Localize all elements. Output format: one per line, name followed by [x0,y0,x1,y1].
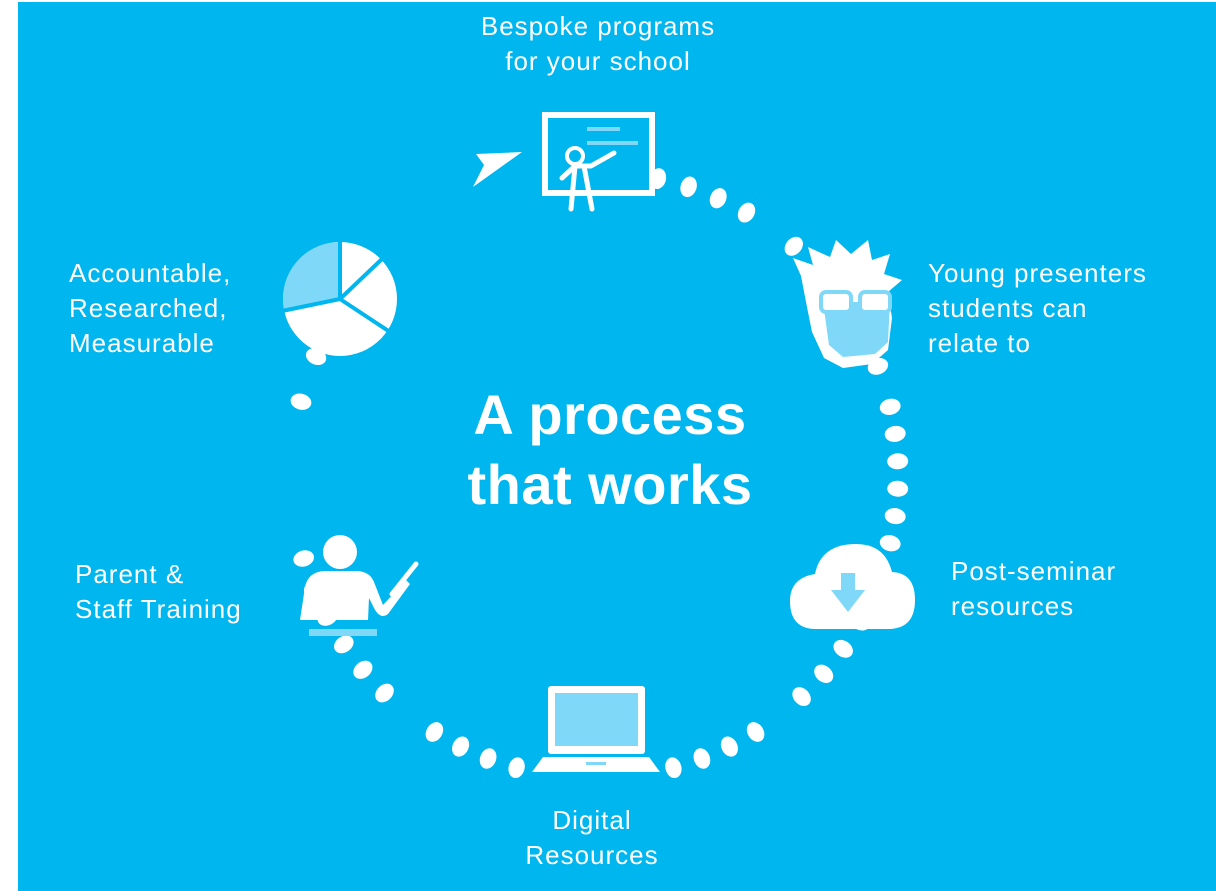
path-dot [879,535,901,552]
path-dot [693,748,711,769]
path-dot [508,757,525,779]
path-dot [884,508,906,525]
young-presenter-face-icon [793,240,902,368]
path-dot [887,480,909,497]
step-label-accountable: Accountable, Researched, Measurable [69,258,232,358]
cycle-arrow-icon [473,152,522,187]
path-dot [665,757,682,779]
path-dot [290,393,312,410]
path-dot [814,664,834,683]
path-dot [375,683,394,703]
path-dot [887,453,909,470]
step-label-digital: Digital Resources [525,805,659,870]
laptop-icon [532,686,660,772]
process-diagram: Bespoke programs for your school Young p… [18,2,1216,891]
path-dot [479,748,497,769]
path-dot [709,188,727,209]
step-label-bespoke: Bespoke programs for your school [480,11,716,76]
presenter-whiteboard-icon [542,112,655,212]
path-dot [879,398,901,415]
teacher-pointer-icon [300,535,419,636]
step-label-post-seminar: Post-seminar resources [951,556,1117,621]
cloud-download-icon [790,544,915,629]
path-dot [353,660,373,679]
path-dot [784,236,803,256]
path-dot [737,202,756,223]
path-dot [746,722,765,742]
path-dot [833,639,853,658]
pie-chart-icon [281,240,397,356]
path-dot [452,736,470,757]
step-label-young-presenters: Young presenters students can relate to [928,258,1147,358]
path-dot [792,687,811,707]
path-dot [293,550,315,567]
path-dot [425,722,444,742]
diagram-graphics [281,112,915,779]
path-dot [334,635,354,654]
path-dot [720,736,738,757]
step-label-parent-staff: Parent & Staff Training [75,559,242,624]
path-dot [884,425,906,442]
diagram-title: A process that works [467,383,753,516]
path-dot [680,176,697,198]
